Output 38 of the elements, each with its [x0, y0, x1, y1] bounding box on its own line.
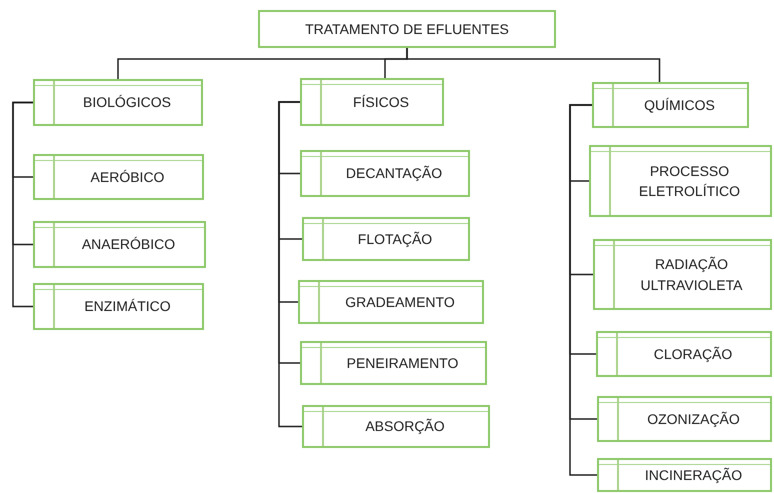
node-label: QUÍMICOS — [643, 96, 716, 115]
category-box — [597, 396, 772, 442]
category-box — [300, 78, 444, 126]
category-box — [300, 341, 487, 385]
node-label: PENEIRAMENTO — [346, 354, 460, 373]
node-label: INCINERAÇÃO — [644, 466, 744, 485]
connector-line — [12, 102, 33, 308]
category-box — [33, 221, 206, 268]
category-box — [302, 217, 470, 261]
category-box — [33, 79, 203, 126]
node-label: AERÓBICO — [90, 168, 166, 187]
connector-line — [569, 104, 597, 476]
node-label: GRADEAMENTO — [344, 292, 456, 312]
node-label: FLOTAÇÃO — [356, 230, 434, 249]
title-box — [258, 10, 556, 48]
category-box — [33, 283, 204, 330]
category-box — [298, 280, 484, 324]
category-box — [596, 331, 772, 377]
node-label: RADIAÇÃO ULTRAVIOLETA — [640, 255, 744, 294]
node-label: ABSORÇÃO — [364, 417, 446, 436]
node-label: FÍSICOS — [352, 92, 410, 112]
connector-line — [278, 101, 302, 428]
node-label: TRATAMENTO DE EFLUENTES — [304, 20, 510, 39]
node-label: ANAERÓBICO — [80, 235, 176, 254]
node-label: OZONIZAÇÃO — [646, 410, 741, 429]
node-label: BIOLÓGICOS — [82, 93, 172, 112]
connector-line — [406, 48, 660, 82]
category-box — [300, 150, 470, 197]
category-box — [593, 239, 772, 310]
category-box — [33, 154, 204, 200]
node-label: DECANTAÇÃO — [344, 164, 444, 184]
node-label: ENZIMÁTICO — [83, 297, 172, 316]
category-box — [592, 82, 749, 128]
category-box — [597, 458, 772, 492]
node-label: CLORAÇÃO — [652, 344, 734, 364]
category-box — [302, 405, 490, 448]
category-box — [589, 145, 772, 217]
node-label: PROCESSO ELETROLÍTICO — [638, 162, 742, 201]
